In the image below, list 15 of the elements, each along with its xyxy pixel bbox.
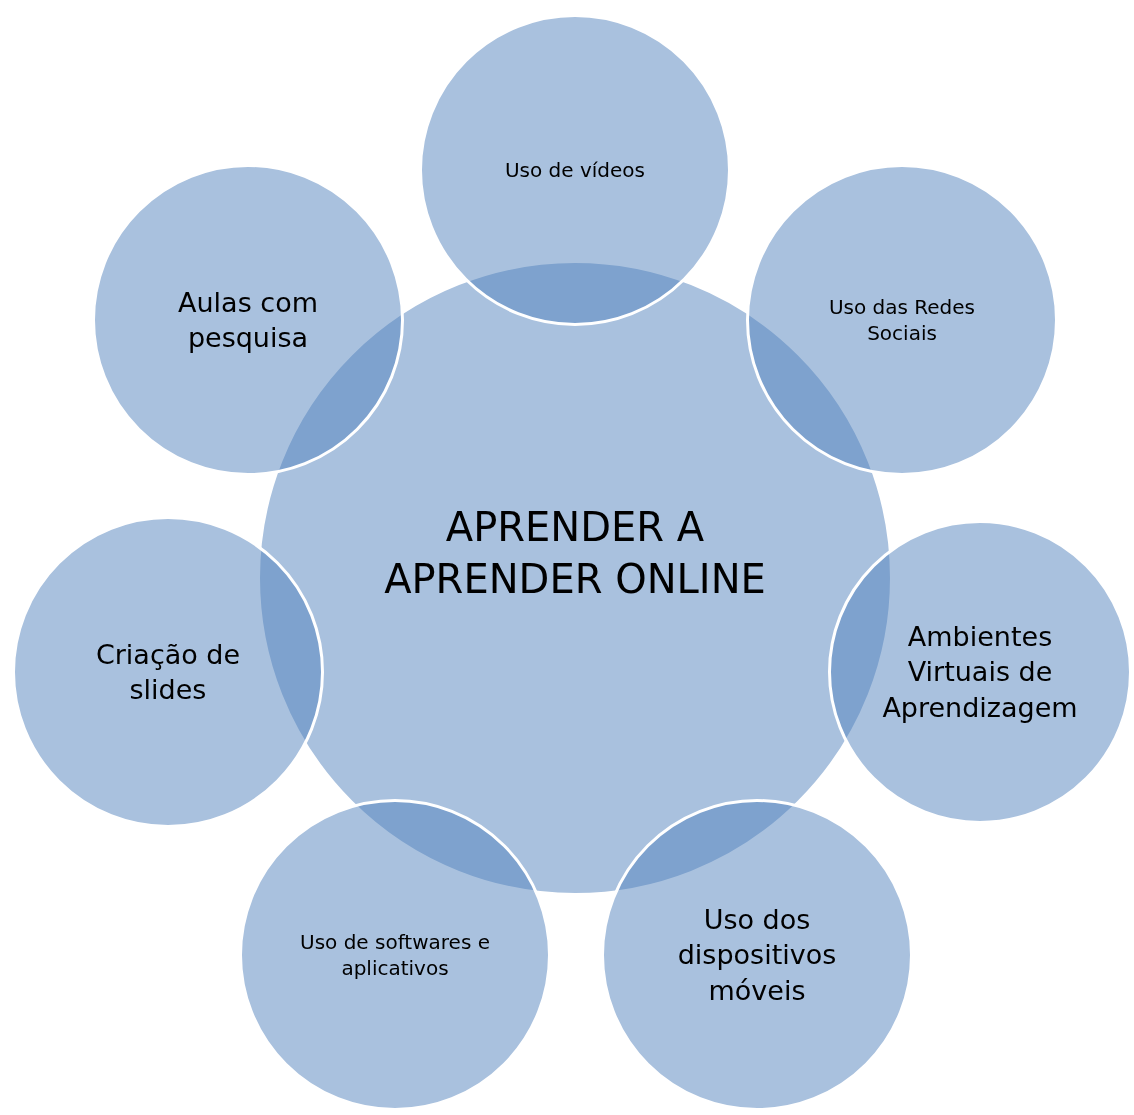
topic-circle xyxy=(601,799,913,1111)
topic-circle xyxy=(239,799,551,1111)
topic-label: Criação de slides xyxy=(94,637,242,707)
topic-circle xyxy=(419,14,731,326)
topic-circle xyxy=(828,520,1132,824)
topic-circle xyxy=(12,516,324,828)
topic-circle xyxy=(746,164,1058,476)
topic-label: Uso das Redes Sociais xyxy=(827,294,977,346)
topic-label: Uso de vídeos xyxy=(503,157,647,183)
topic-circle xyxy=(92,164,404,476)
topic-label: Uso dos dispositivos móveis xyxy=(676,903,838,1008)
topic-label: Ambientes Virtuais de Aprendizagem xyxy=(881,620,1079,725)
topic-label: Uso de softwares e aplicativos xyxy=(299,929,491,981)
topic-label: Aulas com pesquisa xyxy=(177,285,319,355)
central-title: APRENDER A APRENDER ONLINE xyxy=(383,503,767,604)
